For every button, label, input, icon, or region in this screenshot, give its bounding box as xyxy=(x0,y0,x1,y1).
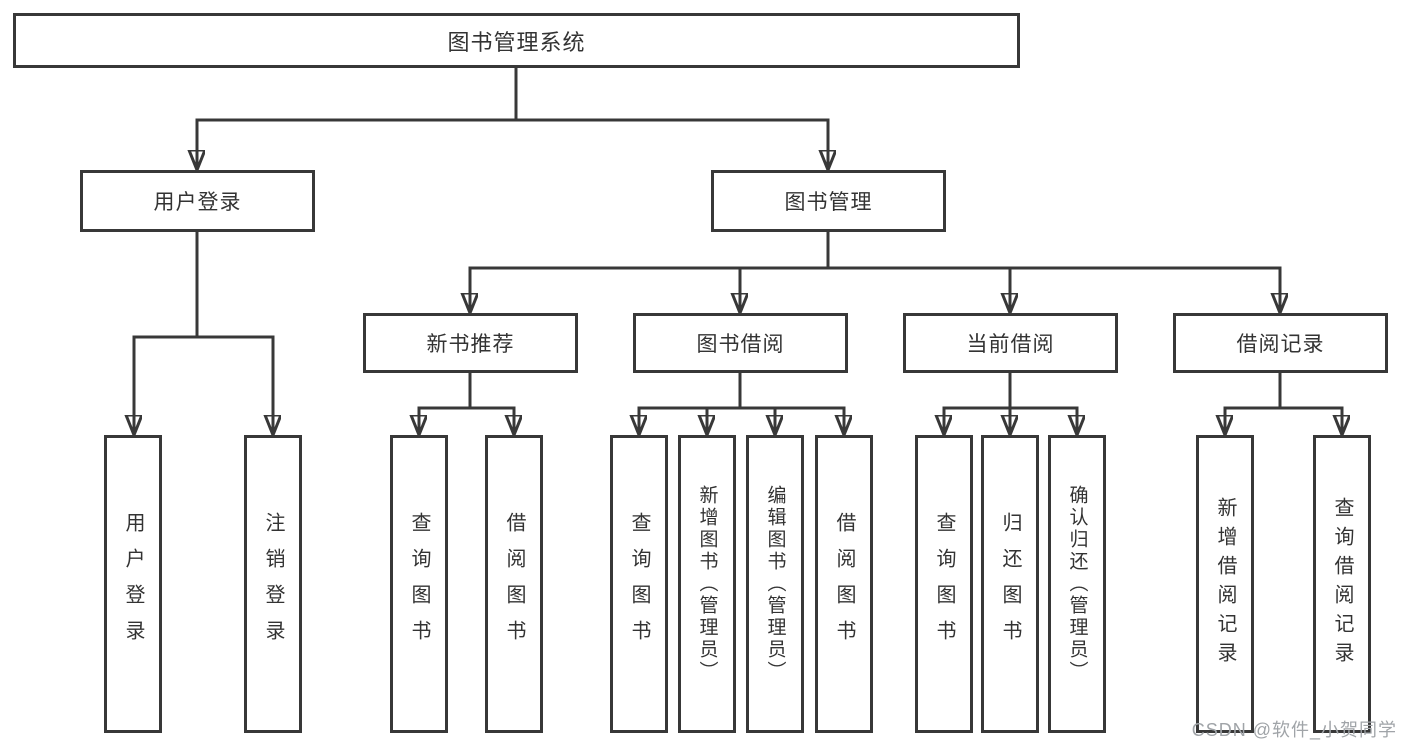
node-current-borrowing: 当前借阅 xyxy=(903,313,1118,373)
leaf-query-books-borrowing: 查询图书 xyxy=(610,435,668,733)
leaf-return-books: 归还图书 xyxy=(981,435,1039,733)
leaf-confirm-return-admin: 确认归还（管理员） xyxy=(1048,435,1106,733)
node-book-management: 图书管理 xyxy=(711,170,946,232)
leaf-borrow-books-recommend: 借阅图书 xyxy=(485,435,543,733)
leaf-add-book-admin: 新增图书（管理员） xyxy=(678,435,736,733)
node-book-borrowing: 图书借阅 xyxy=(633,313,848,373)
leaf-query-books-current: 查询图书 xyxy=(915,435,973,733)
node-root-system: 图书管理系统 xyxy=(13,13,1020,68)
leaf-user-login: 用户登录 xyxy=(104,435,162,733)
leaf-query-books-recommend: 查询图书 xyxy=(390,435,448,733)
csdn-watermark: CSDN @软件_小贺同学 xyxy=(1191,720,1397,740)
node-borrowing-records: 借阅记录 xyxy=(1173,313,1388,373)
node-user-login: 用户登录 xyxy=(80,170,315,232)
leaf-query-borrow-record: 查询借阅记录 xyxy=(1313,435,1371,733)
leaf-logout: 注销登录 xyxy=(244,435,302,733)
node-new-book-recommend: 新书推荐 xyxy=(363,313,578,373)
leaf-borrow-books-borrowing: 借阅图书 xyxy=(815,435,873,733)
leaf-edit-book-admin: 编辑图书（管理员） xyxy=(746,435,804,733)
leaf-add-borrow-record: 新增借阅记录 xyxy=(1196,435,1254,733)
